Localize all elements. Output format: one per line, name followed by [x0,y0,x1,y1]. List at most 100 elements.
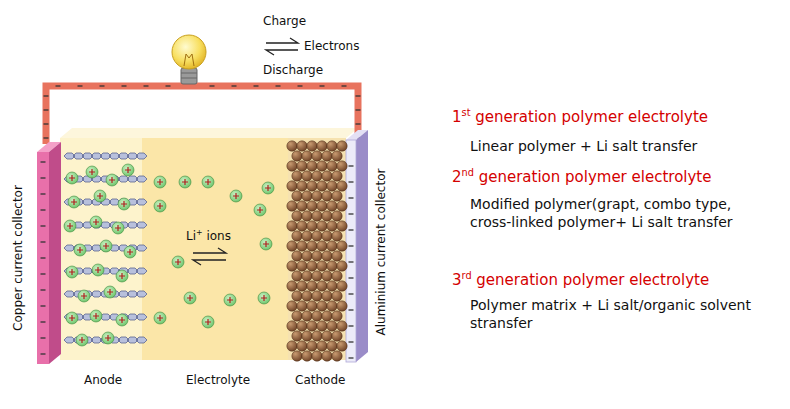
cathode-grain [332,231,342,241]
cathode-grain [317,161,327,171]
cathode-grain [307,201,317,211]
electron-mark [349,181,354,182]
electron-mark [349,213,354,214]
cathode-grain [307,241,317,251]
electron-mark [356,123,361,124]
electron-mark [232,85,237,86]
cathode-grain [317,321,327,331]
cathode-grain [317,181,327,191]
cathode-grain [287,301,297,311]
cathode-grain [302,151,312,161]
electron-mark [166,85,171,86]
cathode-grain [292,271,302,281]
cathode-grain [287,201,297,211]
cathode-grain [297,141,307,151]
electron-mark [349,197,354,198]
cathode-grain [292,251,302,261]
electron-mark [44,109,49,110]
cathode-grain [292,171,302,181]
cathode-grain [322,271,332,281]
cell-top [60,128,358,138]
cathode-grain [327,321,337,331]
generation-description: Polymer matrix + Li salt/organic solvent… [470,297,770,332]
cathode-grain [302,191,312,201]
electron-mark [349,165,354,166]
li-ion [74,244,86,256]
cathode-grain [292,311,302,321]
li-ion [112,222,124,234]
copper-current-collector [37,142,61,364]
cathode-grain [302,211,312,221]
cathode-grain [312,291,322,301]
cathode-grain [307,261,317,271]
cathode-grain [332,351,342,361]
electron-mark [276,85,281,86]
li-ion [66,172,78,184]
li-ion [106,174,118,186]
cathode-grain [297,321,307,331]
li-ion [102,332,114,344]
li-ion [100,240,112,252]
cathode-grain [317,221,327,231]
li-ion [66,266,78,278]
electron-mark [320,85,325,86]
li-ion [92,264,104,276]
cathode-grain [292,151,302,161]
electron-mark [41,177,46,178]
cathode-grain [302,351,312,361]
cathode-grain [307,141,317,151]
electron-mark [349,229,354,230]
cathode-grain [317,261,327,271]
electron-mark [349,325,354,326]
li-ion [202,316,214,328]
electron-mark [41,353,46,354]
part-label: Copper current collector [11,185,26,331]
cathode-grain [332,311,342,321]
electron-mark [349,245,354,246]
cathode-grain [287,161,297,171]
li-ion [76,334,88,346]
generation-heading: 3rd generation polymer electrolyte [452,271,709,290]
li-ion [122,164,134,176]
cathode-grain [292,211,302,221]
electron-mark [41,193,46,194]
cathode-grain [297,181,307,191]
electron-mark [41,225,46,226]
li-ion [258,292,270,304]
cathode-grain [332,211,342,221]
li-ion [154,200,166,212]
li-ion [154,312,166,324]
cathode-grain [337,141,347,151]
cathode-grain [312,251,322,261]
cathode-grain [327,221,337,231]
cathode-grain [322,171,332,181]
li-ion [78,290,90,302]
li-ion [116,314,128,326]
cathode-grain [287,341,297,351]
cathode-grain [312,331,322,341]
cathode-grain [322,351,332,361]
cathode-grain [312,351,322,361]
cathode-grain [322,251,332,261]
li-ion [172,256,184,268]
electron-mark [41,337,46,338]
cathode-grain [287,241,297,251]
cathode-grain [327,181,337,191]
cathode-grain [297,221,307,231]
cathode-grain [292,291,302,301]
li-ion [64,220,76,232]
cathode-grain [287,261,297,271]
cathode-grain [322,211,332,221]
cathode-grain [307,161,317,171]
cathode-grain [332,331,342,341]
electron-mark [298,85,303,86]
electron-mark [44,95,49,96]
electron-mark [44,137,49,138]
cathode-grain [312,191,322,201]
cathode-grain [307,281,317,291]
cathode-grain [297,301,307,311]
cathode-grain [327,241,337,251]
electron-mark [254,85,259,86]
cathode-grain [292,331,302,341]
cathode-grain [332,171,342,181]
